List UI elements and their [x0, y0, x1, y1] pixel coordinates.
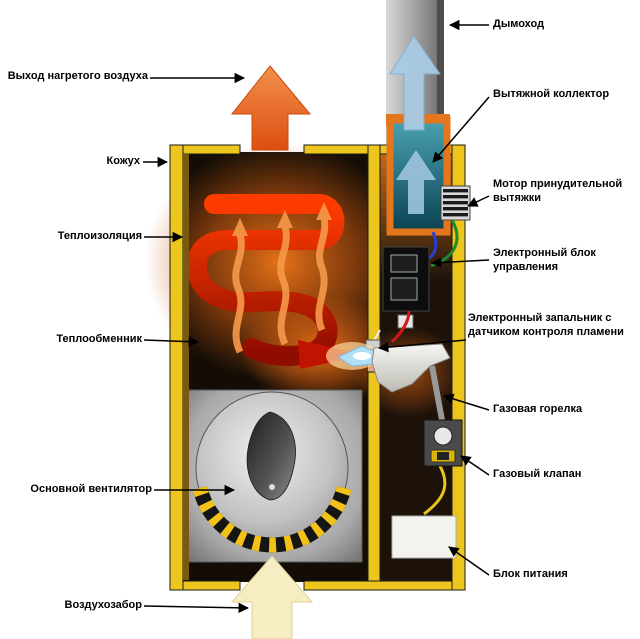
casing — [169, 144, 466, 591]
label-control-unit: Электронный блок управления — [493, 247, 596, 273]
casing-left-wall — [169, 144, 184, 591]
draft-motor — [440, 185, 471, 221]
label-gas-burner: Газовая горелка — [493, 403, 583, 415]
label-main-fan: Основной вентилятор — [30, 483, 152, 495]
label-collector: Вытяжной коллектор — [493, 88, 610, 100]
label-heat-exchanger: Теплообменник — [56, 333, 142, 345]
label-insulation: Теплоизоляция — [57, 230, 142, 242]
leader-power-supply — [448, 546, 490, 576]
air-intake-arrow — [230, 555, 314, 639]
leader-motor — [467, 195, 490, 207]
leader-air-intake — [143, 602, 250, 614]
leader-burner — [442, 393, 490, 411]
label-casing: Кожух — [106, 155, 140, 167]
leader-valve — [460, 455, 490, 476]
gas-burner — [371, 343, 451, 421]
casing-right-wall — [451, 144, 466, 591]
label-heated-air-outlet: Выход нагретого воздуха — [7, 70, 148, 82]
casing-bottom-left — [182, 580, 241, 591]
wire-yellow — [423, 465, 447, 516]
label-power-supply: Блок питания — [493, 568, 568, 580]
flue-gas-arrow-chimney — [389, 35, 441, 131]
label-igniter: Электронный запальник с датчиком контрол… — [468, 312, 624, 338]
wire-red — [390, 310, 411, 344]
label-gas-valve: Газовый клапан — [493, 468, 582, 480]
leader-lines — [143, 19, 490, 614]
hot-gas-wisps — [232, 202, 332, 354]
wire-blue — [428, 231, 438, 260]
fan-hub-pin — [269, 484, 275, 490]
leader-collector — [432, 96, 490, 163]
leader-heat-exchanger — [143, 336, 200, 347]
casing-bottom-right — [303, 580, 453, 591]
power-supply-unit — [391, 515, 457, 559]
insulation-layer — [183, 154, 189, 580]
fan-hub — [246, 411, 296, 501]
leader-igniter — [377, 339, 467, 353]
gas-valve — [423, 419, 463, 467]
casing-top-mid — [303, 144, 369, 155]
flue-gas-arrow-collector — [396, 150, 436, 214]
casing-top-left — [182, 144, 241, 155]
label-draft-motor: Мотор принудительной вытяжки — [493, 178, 623, 204]
casing-divider-upper — [367, 144, 381, 342]
leader-control-unit — [430, 257, 490, 268]
label-air-intake: Воздухозабор — [64, 599, 142, 611]
burner-flame — [326, 342, 378, 370]
heated-air-arrow — [230, 65, 312, 151]
casing-divider-lower — [367, 371, 381, 591]
main-fan — [192, 391, 352, 553]
fan-rim-stripe-yellow — [192, 486, 352, 553]
label-chimney: Дымоход — [493, 18, 545, 30]
flue-gas-arrows — [389, 35, 441, 214]
